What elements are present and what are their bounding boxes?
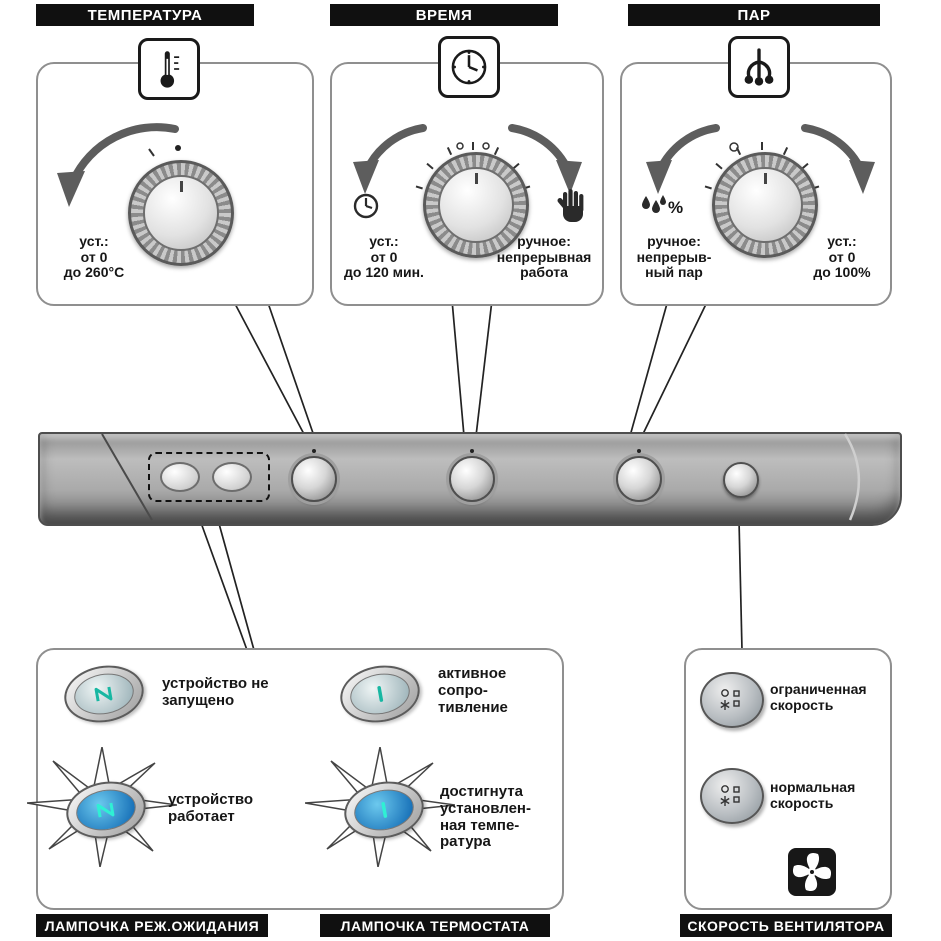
time-manual-label: ручное: непрерывная работа: [496, 233, 592, 281]
temperature-knob-control: [291, 449, 337, 502]
speed-symbols-icon-2: [720, 785, 740, 806]
thermostat-symbol-lit: [381, 802, 388, 818]
hand-icon: [557, 189, 584, 222]
thermostat-lamp-off-face: [346, 669, 414, 719]
rotate-right-arrow-steam: [801, 124, 875, 194]
standby-lamp-off-face: [70, 669, 138, 719]
thermostat-lamp-on-indicator: [339, 775, 429, 845]
fan-speed-button-control: [723, 462, 759, 498]
steam-knob-notch: [763, 173, 767, 184]
thermostat-on-label: достигнута установлен- ная темпе- ратура: [440, 783, 531, 851]
steam-set-label: уст.: от 0 до 100%: [813, 233, 871, 281]
steam-knob-indicator-dot: [637, 449, 641, 453]
temperature-knob: [128, 160, 234, 266]
temperature-title: ТЕМПЕРАТУРА: [87, 6, 203, 24]
time-knob-face: [438, 167, 514, 243]
time-knob-indicator-dot: [470, 449, 474, 453]
standby-symbol-lit: [96, 802, 115, 818]
rotate-left-arrow-time: [353, 124, 427, 194]
steam-percent-symbol: %: [668, 198, 684, 217]
time-set-label: уст.: от 0 до 120 мин.: [344, 233, 424, 281]
temperature-range-label: уст.: от 0 до 260°C: [63, 233, 125, 281]
temperature-knob-notch: [179, 181, 183, 192]
fan-speed-footer-title: СКОРОСТЬ ВЕНТИЛЯТОРА: [687, 917, 885, 934]
thermostat-off-label: активное сопро- тивление: [438, 665, 508, 716]
time-knob-control: [449, 449, 495, 502]
standby-lamp-on-indicator: [61, 775, 151, 845]
footer-standby-lamp: ЛАМПОЧКА РЕЖ.ОЖИДАНИЯ: [36, 914, 268, 937]
limited-speed-label: ограниченная скорость: [770, 681, 867, 713]
rotate-right-arrow-time: [508, 124, 582, 194]
time-knob-notch: [474, 173, 478, 184]
time-title: ВРЕМЯ: [415, 6, 473, 24]
standby-lamp-right: [212, 462, 252, 492]
normal-speed-button: [700, 768, 764, 824]
steam-title: ПАР: [737, 6, 771, 24]
standby-lamp-left: [160, 462, 200, 492]
footer-thermostat-lamp: ЛАМПОЧКА ТЕРМОСТАТА: [320, 914, 550, 937]
temperature-knob-face: [143, 175, 219, 251]
steam-knob-control: [616, 449, 662, 502]
section-header-temperature: ТЕМПЕРАТУРА: [36, 4, 254, 26]
standby-on-label: устройство работает: [168, 791, 254, 825]
thermometer-icon: [138, 38, 200, 100]
thermostat-lamp-off-indicator: [335, 659, 425, 729]
droplets-icon: [642, 195, 666, 213]
speed-symbols-icon: [720, 689, 740, 710]
section-header-steam: ПАР: [628, 4, 880, 26]
standby-lamp-on-face: [72, 785, 140, 835]
fan-icon: [788, 848, 836, 896]
normal-speed-label: нормальная скорость: [770, 779, 856, 811]
standby-off-label: устройство не запущено: [162, 675, 269, 709]
thermostat-lamp-on-face: [350, 785, 418, 835]
standby-lamp-off-indicator: [59, 659, 149, 729]
steam-manual-label: ручное: непрерыв- ный пар: [636, 233, 712, 281]
clock-icon: [438, 36, 500, 98]
rotate-left-arrow-steam: [646, 124, 720, 194]
thermostat-symbol: [377, 686, 384, 702]
temperature-knob-markings: [148, 145, 181, 157]
temperature-knob-indicator-dot: [312, 449, 316, 453]
standby-symbol: [94, 686, 113, 702]
footer-fan-speed: СКОРОСТЬ ВЕНТИЛЯТОРА: [680, 914, 892, 937]
time-knob: [423, 152, 529, 258]
standby-footer-title: ЛАМПОЧКА РЕЖ.ОЖИДАНИЯ: [44, 917, 260, 934]
rotate-left-arrow-temperature: [57, 123, 179, 207]
limited-speed-button: [700, 672, 764, 728]
clock-small-icon: [353, 193, 379, 219]
steam-knob: [712, 152, 818, 258]
section-header-time: ВРЕМЯ: [330, 4, 558, 26]
thermostat-footer-title: ЛАМПОЧКА ТЕРМОСТАТА: [340, 917, 530, 934]
steam-icon: [728, 36, 790, 98]
steam-knob-face: [727, 167, 803, 243]
